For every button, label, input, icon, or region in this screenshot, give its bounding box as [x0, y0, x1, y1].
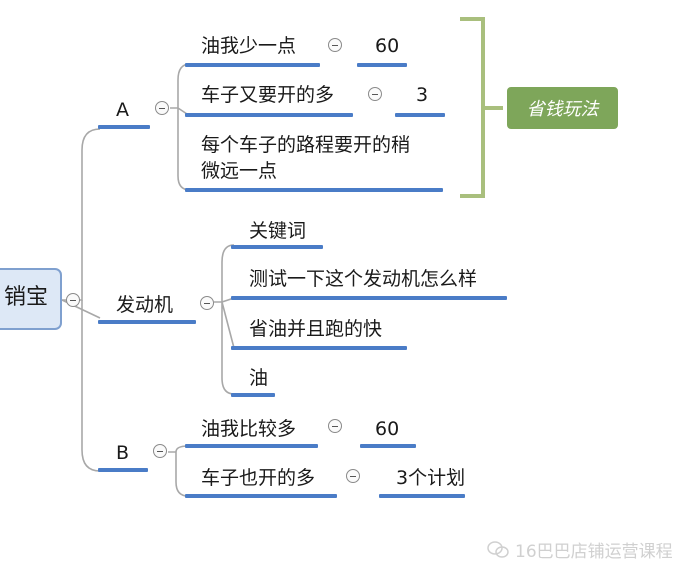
b-item-2-underline — [185, 494, 337, 498]
connector-a-children — [170, 63, 191, 191]
watermark-text: 16巴巴店铺运营课程 — [515, 542, 673, 562]
engine-item-4-label[interactable]: 油 — [249, 367, 269, 389]
collapse-root-icon[interactable] — [66, 293, 80, 307]
root-topic-label: 销宝 — [4, 285, 49, 310]
connector-root-b — [81, 300, 101, 472]
a-item-3-label-line2[interactable]: 微远一点 — [201, 160, 278, 182]
connector-b-children — [168, 445, 189, 497]
branch-b-label[interactable]: B — [116, 442, 130, 464]
connector-engine-children — [214, 244, 235, 395]
b-item-2-value-underline — [379, 494, 465, 498]
a-item-1-underline — [185, 63, 320, 67]
engine-item-4-underline — [231, 393, 275, 397]
summary-topic[interactable]: 省钱玩法 — [507, 87, 618, 129]
branch-b-underline — [98, 468, 148, 472]
summary-bracket — [460, 17, 503, 198]
summary-label: 省钱玩法 — [526, 99, 599, 120]
a-item-1-value[interactable]: 60 — [375, 35, 400, 57]
engine-item-1-label[interactable]: 关键词 — [249, 220, 307, 242]
a-item-2-value-underline — [395, 113, 445, 117]
collapse-engine-icon[interactable] — [200, 296, 214, 310]
collapse-a-item-2-icon[interactable] — [368, 87, 382, 101]
engine-item-2-underline — [231, 296, 507, 300]
collapse-b-icon[interactable] — [153, 444, 167, 458]
branch-engine-label[interactable]: 发动机 — [116, 294, 174, 316]
collapse-b-item-2-icon[interactable] — [346, 469, 360, 483]
a-item-2-value[interactable]: 3 — [416, 84, 429, 106]
connector-root-a — [62, 128, 101, 301]
engine-item-1-underline — [231, 245, 323, 249]
engine-item-3-label[interactable]: 省油并且跑的快 — [249, 318, 383, 340]
b-item-1-underline — [185, 444, 318, 448]
a-item-2-label[interactable]: 车子又要开的多 — [201, 84, 335, 106]
watermark: 16巴巴店铺运营课程 — [487, 537, 673, 562]
b-item-1-value-underline — [360, 444, 416, 448]
wechat-icon — [487, 540, 509, 558]
branch-a-underline — [98, 125, 150, 129]
collapse-a-icon[interactable] — [155, 101, 169, 115]
b-item-2-value[interactable]: 3个计划 — [396, 467, 466, 489]
a-item-2-underline — [185, 113, 353, 117]
engine-item-2-label[interactable]: 测试一下这个发动机怎么样 — [249, 268, 478, 290]
root-topic[interactable]: 销宝 — [0, 268, 62, 330]
b-item-1-value[interactable]: 60 — [375, 418, 400, 440]
engine-item-3-underline — [231, 346, 407, 350]
collapse-b-item-1-icon[interactable] — [328, 419, 342, 433]
branch-a-label[interactable]: A — [116, 99, 129, 121]
branch-engine-underline — [98, 320, 196, 324]
b-item-2-label[interactable]: 车子也开的多 — [201, 467, 316, 489]
a-item-3-underline — [185, 188, 443, 192]
a-item-1-value-underline — [357, 63, 407, 67]
collapse-a-item-1-icon[interactable] — [328, 38, 342, 52]
b-item-1-label[interactable]: 油我比较多 — [201, 418, 297, 440]
a-item-1-label[interactable]: 油我少一点 — [201, 35, 297, 57]
a-item-3-label-line1[interactable]: 每个车子的路程要开的稍 — [201, 134, 411, 156]
